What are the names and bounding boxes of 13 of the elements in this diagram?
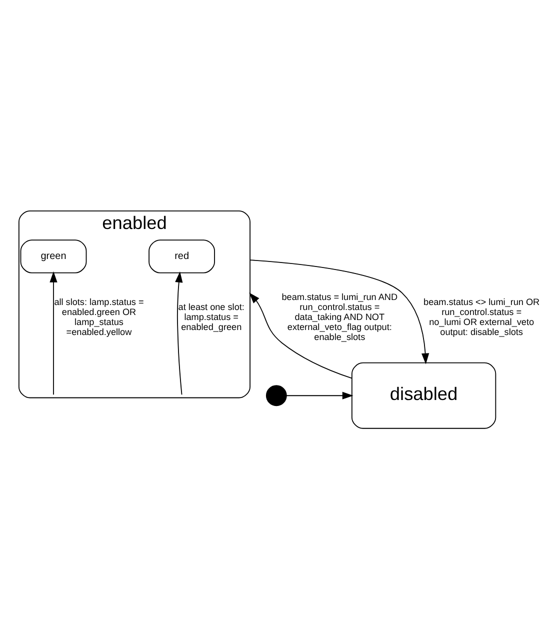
node-circle	[266, 384, 287, 406]
arrow	[286, 391, 354, 399]
node-box: disabled	[351, 362, 496, 428]
edge-label: beam.status = lumi_run AND run_control.status = data_taking AND NOT external_veto_flag output: enable_slots	[282, 292, 398, 342]
arrow	[250, 259, 430, 364]
arrow	[249, 292, 352, 378]
arrow	[175, 270, 183, 395]
node-box: red	[148, 239, 215, 273]
edge-label: at least one slot: lamp.status = enabled_green	[178, 302, 244, 332]
arrow	[50, 270, 58, 395]
node-box: green	[20, 239, 87, 273]
edge-label: all slots: lamp.status = enabled.green OR lamp_status =enabled.yellow	[54, 296, 144, 337]
edge-label: beam.status <> lumi_run OR run_control.status = no_lumi OR external_veto output: disable_slots	[424, 296, 540, 337]
